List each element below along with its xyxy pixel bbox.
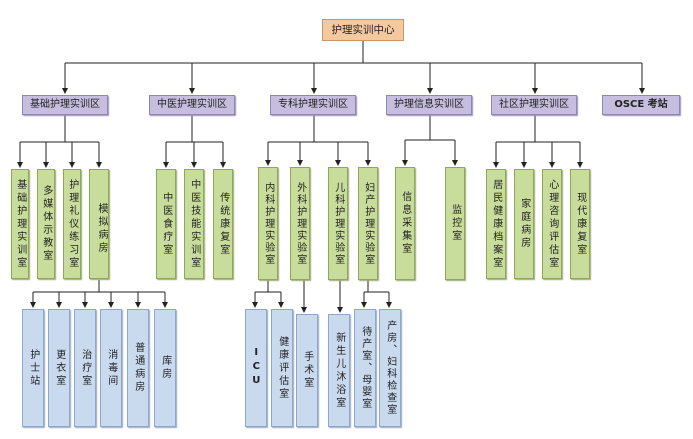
room-labor-maternal: 待产室、母婴室 (354, 309, 376, 427)
room-info-collection: 信息采集室 (395, 167, 415, 280)
ward-nurse-station: 护士站 (22, 309, 44, 427)
ward-locker-room: 更衣室 (48, 309, 70, 427)
room-delivery-gyn: 产房、妇科检查室 (379, 309, 401, 427)
zone-basic: 基础护理实训区 (22, 95, 108, 115)
lab-pediatrics: 儿科护理实验室 (328, 167, 348, 280)
room-etiquette: 护理礼仪练习室 (63, 169, 81, 279)
zone-tcm: 中医护理实训区 (149, 95, 235, 115)
lab-obstetrics: 妇产护理实验室 (358, 167, 378, 280)
ward-general-ward: 普通病房 (127, 309, 149, 427)
room-monitoring: 监控室 (445, 167, 465, 280)
room-icu: ICU (245, 309, 267, 427)
zone-community: 社区护理实训区 (491, 95, 577, 115)
room-resident-records: 居民健康档案室 (486, 169, 506, 279)
ward-disinfection-room: 消毒间 (100, 309, 122, 427)
room-basic-training: 基础护理实训室 (11, 169, 29, 279)
room-multimedia: 多媒体示教室 (37, 169, 55, 279)
room-health-assessment: 健康评估室 (271, 309, 293, 427)
room-tcm-diet: 中医食疗室 (156, 169, 176, 279)
room-tcm-skills: 中医技能实训室 (184, 169, 204, 279)
room-simulated-ward: 模拟病房 (89, 169, 109, 279)
zone-osce: OSCE 考站 (602, 95, 680, 115)
lab-surgery: 外科护理实验室 (290, 167, 310, 280)
lab-internal-medicine: 内科护理实验室 (258, 167, 278, 280)
ward-treatment-room: 治疗室 (74, 309, 96, 427)
ward-storage: 库房 (154, 309, 176, 427)
room-newborn-bath: 新生儿沐浴室 (328, 314, 350, 427)
zone-specialty: 专科护理实训区 (270, 95, 356, 115)
room-psych-counseling: 心理咨询评估室 (542, 169, 562, 279)
room-traditional-rehab: 传统康复室 (213, 169, 233, 279)
room-modern-rehab: 现代康复室 (570, 169, 590, 279)
room-family-ward: 家庭病房 (514, 169, 534, 279)
zone-info: 护理信息实训区 (386, 95, 472, 115)
room-operating: 手术室 (296, 314, 318, 427)
root-node: 护理实训中心 (322, 19, 404, 41)
